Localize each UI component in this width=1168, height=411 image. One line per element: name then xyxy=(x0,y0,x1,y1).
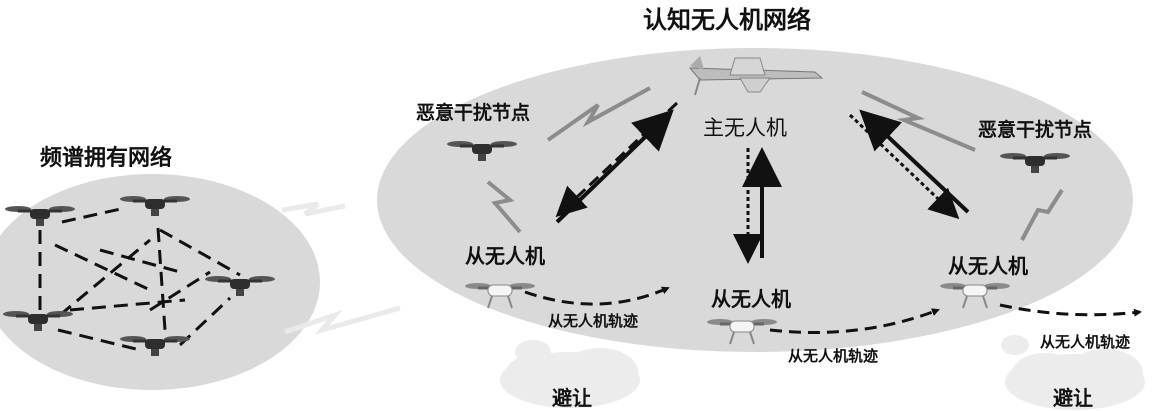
primary-network-label: 频谱拥有网络 xyxy=(40,146,173,171)
jamming-lightning-right-top xyxy=(861,90,976,152)
slave-uav-label-left: 从无人机 xyxy=(465,244,545,268)
network-interference-lightning-top xyxy=(281,201,346,217)
avoid-label-left: 避让 xyxy=(552,386,592,410)
diagram-title: 认知无人机网络 xyxy=(643,6,811,34)
trajectory-center xyxy=(769,308,940,334)
slave-uav-label-right: 从无人机 xyxy=(948,254,1028,278)
jamming-lightning-right-bottom xyxy=(1020,188,1064,241)
slave-uav-label-center: 从无人机 xyxy=(711,287,791,311)
link-right-dashed xyxy=(848,113,960,220)
avoid-cloud-right xyxy=(1001,335,1145,410)
avoid-label-right: 避让 xyxy=(1053,386,1093,410)
link-left-to-master-dashed xyxy=(555,101,679,218)
trajectory-label-left: 从无人机轨迹 xyxy=(548,312,639,330)
jamming-lightning-left-bottom xyxy=(486,180,522,234)
cognitive-network-ellipse xyxy=(377,48,1133,352)
master-uav-icon xyxy=(688,56,824,96)
master-uav-label: 主无人机 xyxy=(703,116,787,140)
primary-network-links xyxy=(38,206,241,352)
jammer-label-right: 恶意干扰节点 xyxy=(978,119,1093,141)
network-interference-lightning-bottom xyxy=(284,305,401,335)
jamming-lightning-left-top xyxy=(546,86,651,142)
trajectory-label-right: 从无人机轨迹 xyxy=(1040,333,1131,351)
jammer-label-left: 恶意干扰节点 xyxy=(416,102,531,124)
trajectory-label-center: 从无人机轨迹 xyxy=(788,347,879,365)
trajectory-right xyxy=(999,303,1142,317)
avoid-cloud-left xyxy=(500,340,640,408)
